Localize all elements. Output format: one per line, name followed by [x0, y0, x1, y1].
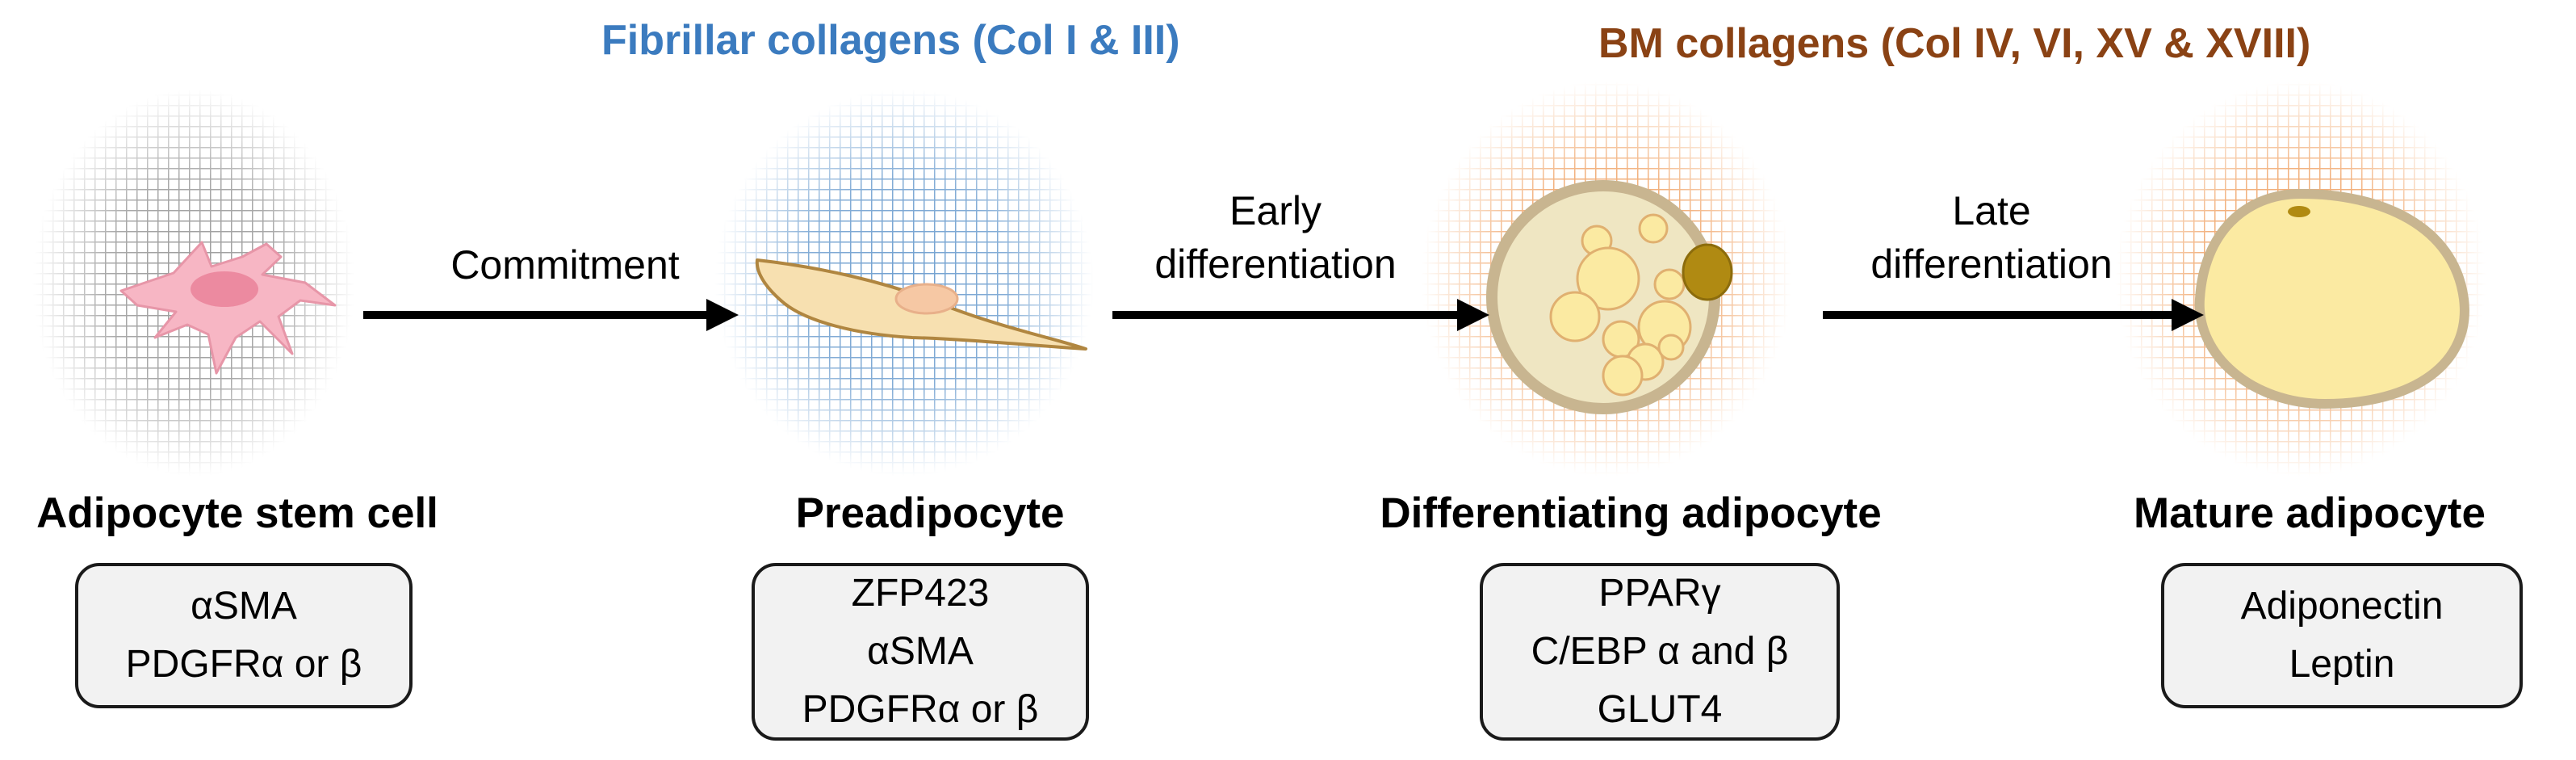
marker-item: PPARγ: [1598, 572, 1721, 615]
arrow-commitment: [363, 299, 739, 331]
differentiating-adipocyte-icon: [1486, 180, 1733, 414]
marker-item: Leptin: [2289, 643, 2395, 686]
fibrillar-collagens-heading: Fibrillar collagens (Col I & III): [601, 17, 1180, 64]
marker-item: αSMA: [191, 585, 297, 628]
transition-label-line: Early: [1229, 188, 1322, 233]
transition-label-late-differentiation: Late differentiation: [1870, 184, 2112, 291]
marker-item: C/EBP α and β: [1531, 630, 1789, 673]
transition-label-early-differentiation: Early differentiation: [1154, 184, 1396, 291]
marker-box-differentiating-adipocyte: PPARγ C/EBP α and β GLUT4: [1480, 563, 1840, 741]
stage-name-preadipocyte: Preadipocyte: [795, 489, 1065, 537]
transition-label-line: differentiation: [1154, 241, 1397, 287]
stage-name-mature-adipocyte: Mature adipocyte: [2134, 489, 2486, 537]
arrow-early-differentiation: [1112, 299, 1489, 331]
marker-item: ZFP423: [851, 572, 990, 615]
transition-label-commitment: Commitment: [450, 238, 679, 292]
transition-label-line: differentiation: [1870, 241, 2113, 287]
stage-name-stem-cell: Adipocyte stem cell: [36, 489, 438, 537]
stem-cell-icon: [119, 241, 337, 375]
mature-adipocyte-icon: [2194, 188, 2469, 409]
marker-box-preadipocyte: ZFP423 αSMA PDGFRα or β: [752, 563, 1089, 741]
bm-collagens-heading: BM collagens (Col IV, VI, XV & XVIII): [1598, 20, 2311, 67]
preadipocyte-icon: [755, 258, 1087, 351]
transition-label-line: Late: [1952, 188, 2031, 233]
marker-item: PDGFRα or β: [802, 688, 1039, 731]
marker-item: PDGFRα or β: [125, 643, 362, 686]
stage-name-differentiating-adipocyte: Differentiating adipocyte: [1380, 489, 1882, 537]
marker-item: Adiponectin: [2240, 585, 2444, 628]
arrow-late-differentiation: [1823, 299, 2204, 331]
marker-item: αSMA: [867, 630, 974, 673]
transition-label-line: Commitment: [450, 242, 680, 288]
marker-item: GLUT4: [1597, 688, 1723, 731]
marker-box-stem-cell: αSMA PDGFRα or β: [75, 563, 413, 708]
marker-box-mature-adipocyte: Adiponectin Leptin: [2161, 563, 2523, 708]
